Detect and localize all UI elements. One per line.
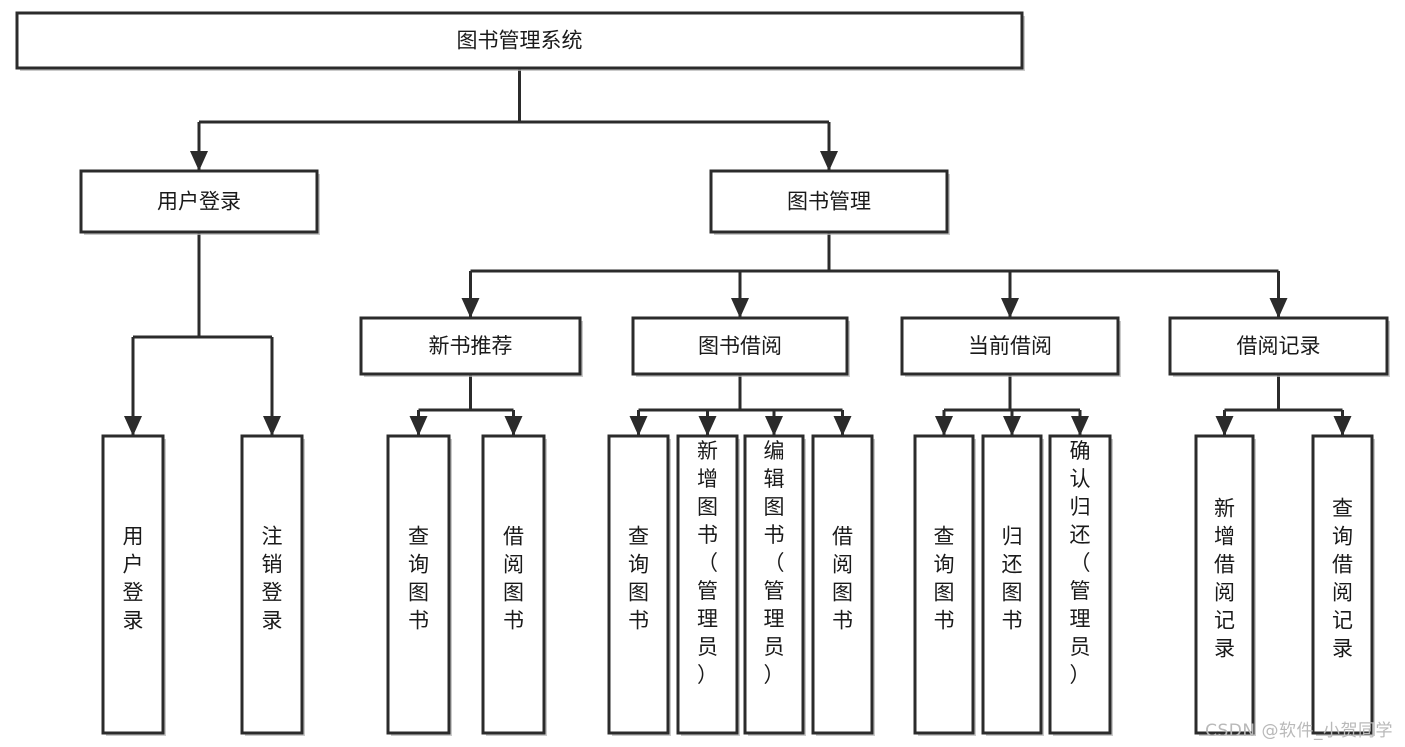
node-label: 借阅图书 [832,525,853,633]
node-root[interactable]: 图书管理系统 [15,11,1025,71]
node-leaf-return-book[interactable]: 归还图书 [981,434,1044,736]
arrow-head-icon [820,151,838,171]
arrow-head-icon [698,416,717,436]
node-book-management[interactable]: 图书管理 [709,169,950,235]
arrow-head-icon [935,416,953,436]
arrow-head-icon [833,416,852,436]
arrow-head-icon [1071,416,1089,436]
node-label: 借阅记录 [1237,334,1321,358]
node-leaf-edit-book-admin[interactable]: 编辑图书（管理员） [743,434,806,736]
node-label: 查询借阅记录 [1332,497,1353,661]
node-label: 新增图书（管理员） [697,439,718,687]
arrow-head-icon [461,298,480,318]
node-leaf-confirm-return-admin[interactable]: 确认归还（管理员） [1048,434,1113,736]
arrow-head-icon [1003,416,1021,436]
node-label: 新书推荐 [429,334,513,358]
node-label: 编辑图书（管理员） [764,439,785,687]
node-leaf-add-borrow-record[interactable]: 新增借阅记录 [1194,434,1256,736]
node-label: 归还图书 [1002,525,1023,633]
watermark-text: CSDN @软件_小贺同学 [1205,721,1393,741]
node-leaf-query-borrow-record[interactable]: 查询借阅记录 [1311,434,1375,736]
node-leaf-user-logout[interactable]: 注销登录 [240,434,305,736]
node-leaf-borrow-book-recommend[interactable]: 借阅图书 [481,434,547,736]
node-leaf-query-book-borrow[interactable]: 查询图书 [607,434,671,736]
arrow-head-icon [190,151,208,171]
node-label: 新增借阅记录 [1214,497,1235,661]
node-label: 图书管理 [787,190,871,214]
arrow-head-icon [124,416,142,436]
node-label: 当前借阅 [968,334,1052,358]
arrow-head-icon [1333,416,1352,436]
node-book-borrow[interactable]: 图书借阅 [631,316,850,377]
arrow-head-icon [1269,298,1288,318]
node-label: 用户登录 [157,190,241,214]
arrow-head-icon [1001,298,1019,318]
arrow-head-icon [504,416,523,436]
arrow-head-icon [409,416,428,436]
node-leaf-query-book-recommend[interactable]: 查询图书 [386,434,452,736]
node-label: 借阅图书 [503,525,524,633]
node-label: 确认归还（管理员） [1070,439,1091,687]
node-leaf-add-book-admin[interactable]: 新增图书（管理员） [676,434,740,736]
node-label: 图书管理系统 [457,29,583,53]
node-label: 查询图书 [628,525,649,633]
arrow-head-icon [263,416,281,436]
node-leaf-query-book-current[interactable]: 查询图书 [913,434,976,736]
arrow-head-icon [629,416,648,436]
node-current-borrow[interactable]: 当前借阅 [900,316,1121,377]
node-leaf-user-login[interactable]: 用户登录 [101,434,166,736]
node-label: 图书借阅 [698,334,782,358]
node-label: 查询图书 [934,525,955,633]
node-user-login[interactable]: 用户登录 [79,169,320,235]
node-label: 注销登录 [262,525,283,633]
arrow-head-icon [731,298,749,318]
connector-layer [124,68,1352,436]
node-label: 查询图书 [408,525,429,633]
node-layer: 图书管理系统用户登录图书管理新书推荐图书借阅当前借阅借阅记录用户登录注销登录查询… [15,11,1390,736]
node-borrow-record[interactable]: 借阅记录 [1168,316,1390,377]
node-label: 用户登录 [123,525,144,633]
arrow-head-icon [765,416,783,436]
node-new-book-recommend[interactable]: 新书推荐 [359,316,583,377]
arrow-head-icon [1215,416,1234,436]
node-leaf-borrow-book[interactable]: 借阅图书 [811,434,875,736]
